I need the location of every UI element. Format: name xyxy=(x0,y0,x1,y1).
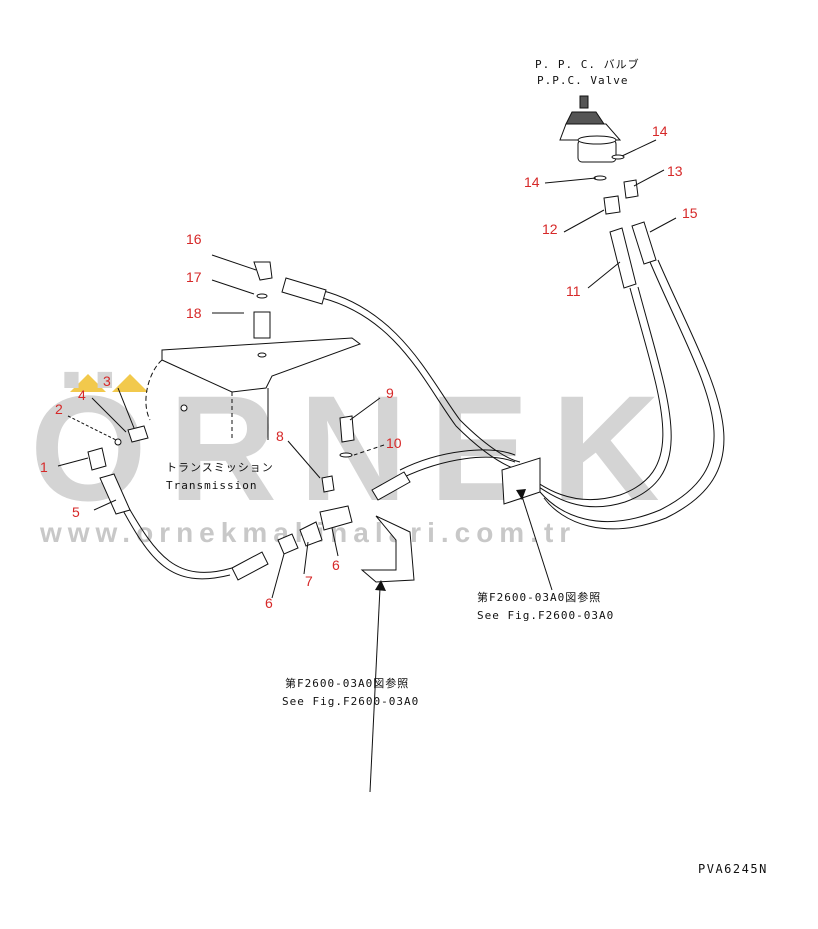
hose-end-11 xyxy=(609,227,637,289)
callout-7: 7 xyxy=(305,573,313,589)
transmission-label-jp: トランスミッション xyxy=(166,461,274,474)
callout-4: 4 xyxy=(78,387,86,403)
callout-11: 11 xyxy=(566,283,581,299)
watermark-accent-left xyxy=(70,374,106,392)
callout-8: 8 xyxy=(276,428,284,444)
callout-5: 5 xyxy=(72,504,80,520)
callout-12: 12 xyxy=(542,221,558,237)
plug-8 xyxy=(321,475,335,493)
reference-right: 第F2600-03A0図参照 See Fig.F2600-03A0 xyxy=(477,590,614,622)
hose-end-mid xyxy=(371,471,411,501)
elbow-16 xyxy=(253,261,273,281)
o-ring-17 xyxy=(256,293,268,299)
hose-lower xyxy=(119,504,231,580)
ref-bottom-jp: 第F2600-03A0図参照 xyxy=(285,676,409,690)
callout-3: 3 xyxy=(103,373,111,389)
clamp-6b xyxy=(319,505,353,531)
upper-fittings xyxy=(593,154,657,289)
callout-6a: 6 xyxy=(265,595,273,611)
reference-bottom: 第F2600-03A0図参照 See Fig.F2600-03A0 xyxy=(282,676,419,708)
connector-18 xyxy=(253,311,271,339)
callout-17: 17 xyxy=(186,269,202,285)
ppc-valve-label-en: P.P.C. Valve xyxy=(537,74,628,87)
bracket-right xyxy=(501,457,541,505)
bracket-lower xyxy=(360,515,415,583)
connector-3 xyxy=(127,425,149,443)
ref-right-jp: 第F2600-03A0図参照 xyxy=(477,590,601,604)
leader-lines xyxy=(57,139,677,793)
o-ring-2 xyxy=(114,438,122,446)
transmission-label-en: Transmission xyxy=(166,479,257,492)
adapter-12 xyxy=(603,195,621,215)
left-fittings xyxy=(87,404,188,515)
brackets xyxy=(360,457,541,583)
adapter-13 xyxy=(623,179,639,199)
callout-6b: 6 xyxy=(332,557,340,573)
watermark-accent-right xyxy=(112,374,148,392)
o-ring-14a xyxy=(611,154,625,160)
callout-2: 2 xyxy=(55,401,63,417)
callouts: 1 2 3 4 5 6 6 7 8 9 10 11 12 13 14 14 15… xyxy=(40,123,698,611)
transmission-outline: トランスミッション Transmission xyxy=(145,337,362,492)
hose-end-15 xyxy=(631,221,657,265)
hose-upper xyxy=(319,289,521,463)
ppc-valve-label-jp: P. P. C. バルブ xyxy=(535,57,640,71)
ppc-valve: P. P. C. バルブ P.P.C. Valve xyxy=(535,57,640,163)
callout-18: 18 xyxy=(186,305,202,321)
connector-7 xyxy=(299,521,323,547)
watermark: ÖRNEK www.ornekmakinalari.com.tr xyxy=(30,364,682,548)
callout-15: 15 xyxy=(682,205,698,221)
drawing-code: PVA6245N xyxy=(698,862,768,876)
fittings-16-18 xyxy=(253,261,273,358)
bolt-group xyxy=(321,415,355,493)
hose-end-upper xyxy=(281,277,327,305)
callout-9: 9 xyxy=(386,385,394,401)
callout-14a: 14 xyxy=(524,174,540,190)
nut-6a xyxy=(277,533,299,555)
ref-bottom-en: See Fig.F2600-03A0 xyxy=(282,695,419,708)
hose-11 xyxy=(519,287,664,501)
elbow-1 xyxy=(87,447,107,471)
callout-1: 1 xyxy=(40,459,48,475)
o-ring-4 xyxy=(180,404,188,412)
callout-10: 10 xyxy=(386,435,402,451)
clamp-group xyxy=(277,505,353,555)
callout-14b: 14 xyxy=(652,123,668,139)
washer-10 xyxy=(339,452,353,458)
callout-16: 16 xyxy=(186,231,202,247)
bolt-9 xyxy=(339,415,355,443)
hoses xyxy=(119,259,725,580)
hose-end-lower xyxy=(231,551,269,581)
callout-13: 13 xyxy=(667,163,683,179)
hose-15 xyxy=(539,261,715,523)
watermark-brand: ÖRNEK xyxy=(30,364,682,532)
ref-right-en: See Fig.F2600-03A0 xyxy=(477,609,614,622)
